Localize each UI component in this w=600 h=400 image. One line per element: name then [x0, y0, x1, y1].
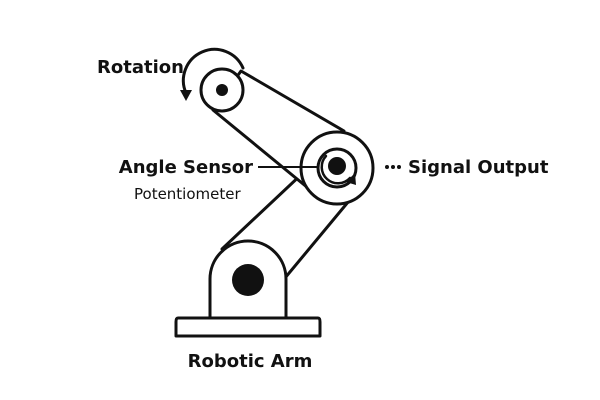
rotation-arrow-icon [180, 47, 245, 101]
rotation-label: Rotation [97, 57, 184, 78]
robotic-arm-caption: Robotic Arm [188, 351, 313, 372]
potentiometer-label: Potentiometer [134, 185, 241, 203]
sensor-sweep-icon [320, 154, 356, 185]
elbow-joint-hub [328, 157, 346, 175]
base-joint-hub [232, 264, 264, 296]
angle-sensor-label: Angle Sensor [119, 157, 253, 178]
base-plate [174, 316, 322, 338]
signal-output-dots-icon [385, 165, 401, 169]
shoulder-joint-pin [216, 84, 228, 96]
signal-output-label: Signal Output [408, 157, 549, 178]
